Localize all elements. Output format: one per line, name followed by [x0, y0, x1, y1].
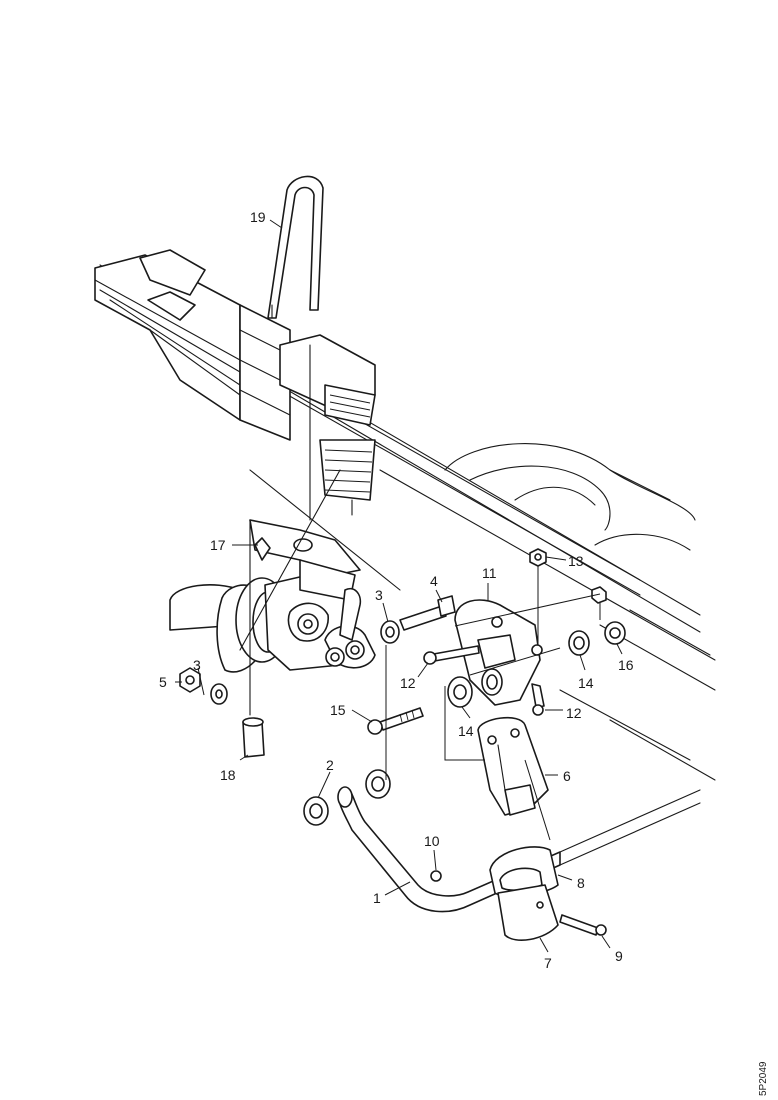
callout-11: 11: [482, 565, 497, 581]
callout-3-upper: 3: [375, 587, 383, 603]
callout-5: 5: [159, 674, 167, 690]
leaf-spring: [94, 249, 291, 441]
callout-12-right: 12: [566, 705, 582, 721]
callout-3-lower: 3: [193, 657, 201, 673]
callout-14-right: 14: [578, 675, 594, 691]
callout-2: 2: [326, 757, 334, 773]
callout-10: 10: [424, 833, 440, 849]
callout-9: 9: [615, 948, 623, 964]
callout-leaders: [175, 219, 623, 953]
link-6: [477, 716, 549, 816]
callout-16: 16: [618, 657, 634, 673]
bushing-lower: [447, 676, 473, 708]
bushing-upper-and-bolt: [380, 595, 456, 644]
callout-12-left: 12: [400, 675, 416, 691]
callout-13: 13: [568, 553, 584, 569]
callout-7: 7: [544, 955, 552, 971]
axle-housing: [169, 469, 401, 716]
bolt-15: [367, 707, 424, 735]
callout-4: 4: [430, 573, 438, 589]
axle-link: [324, 587, 376, 669]
bracket-11: [454, 599, 543, 706]
drawing-reference-number: 5P2049: [758, 1061, 769, 1096]
callout-8: 8: [577, 875, 585, 891]
lower-left-fasteners: [179, 667, 265, 758]
callout-17: 17: [210, 537, 226, 553]
assembly-lines: [385, 593, 601, 841]
callout-6: 6: [563, 768, 571, 784]
u-bolt: [267, 175, 324, 319]
spring-pad: [279, 334, 376, 521]
drawing-reference-text: 5P2049: [758, 1061, 769, 1096]
callout-19: 19: [250, 209, 266, 225]
callout-14-left: 14: [458, 723, 474, 739]
callout-labels: 19 17 3 4 11 13 12 12 14 16 14 15 3 5 18…: [159, 209, 634, 971]
clamp-and-bracket: [489, 846, 607, 941]
callout-1: 1: [373, 890, 381, 906]
bushings-2: [303, 769, 391, 826]
callout-15: 15: [330, 702, 346, 718]
bolts-12: [423, 645, 545, 716]
wheel-arch: [444, 443, 711, 656]
nuts-right: [529, 548, 626, 656]
callout-18: 18: [220, 767, 236, 783]
